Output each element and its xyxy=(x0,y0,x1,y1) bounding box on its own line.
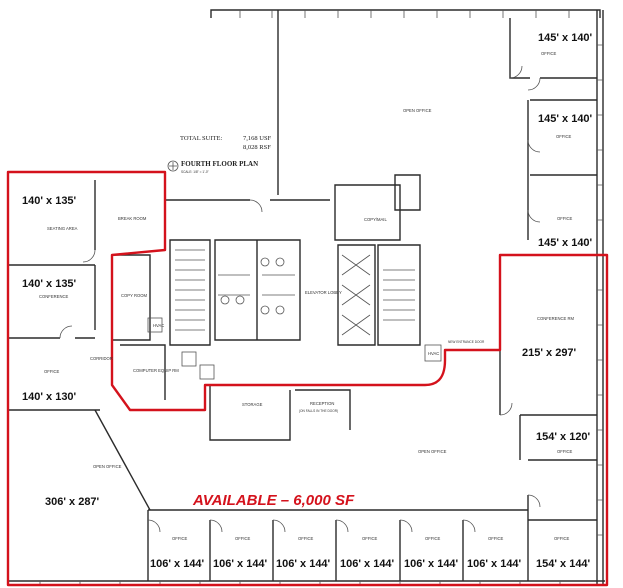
room-label: OPEN OFFICE xyxy=(403,108,432,113)
dim-label: 106' x 144' xyxy=(340,558,395,570)
interior-walls xyxy=(8,10,597,581)
dimension-labels: 145' x 140' 145' x 140' 145' x 140' 140'… xyxy=(22,32,593,570)
room-label: OFFICE xyxy=(172,536,188,541)
dim-label: 140' x 135' xyxy=(22,195,77,207)
room-label: OPEN OFFICE xyxy=(93,464,122,469)
dim-label: 154' x 144' xyxy=(536,558,591,570)
room-label: OFFICE xyxy=(425,536,441,541)
room-label: OFFICE xyxy=(362,536,378,541)
room-label: COPY ROOM xyxy=(121,293,147,298)
room-label: CONFERENCE RM xyxy=(537,316,575,321)
room-label: OFFICE xyxy=(554,536,570,541)
hvac-label: HVAC xyxy=(153,323,164,328)
summary-label: TOTAL SUITE: xyxy=(180,135,222,142)
suite-summary: TOTAL SUITE: 7,168 USF 8,028 RSF xyxy=(180,135,272,151)
dim-label: 145' x 140' xyxy=(538,237,593,249)
hvac-units xyxy=(147,317,442,380)
dim-label: 140' x 135' xyxy=(22,278,77,290)
dim-label: 106' x 144' xyxy=(276,558,331,570)
hvac-label: HVAC xyxy=(428,351,439,356)
available-label: AVAILABLE – 6,000 SF xyxy=(192,492,355,509)
room-label: COPY/MAIL xyxy=(364,217,387,222)
room-label: OFFICE xyxy=(235,536,251,541)
room-label: OFFICE xyxy=(556,134,572,139)
dim-label: 140' x 130' xyxy=(22,391,77,403)
room-label: CORRIDOR xyxy=(90,356,113,361)
dim-label: 215' x 297' xyxy=(522,347,577,359)
dim-label: 145' x 140' xyxy=(538,113,593,125)
dim-label: 306' x 287' xyxy=(45,496,100,508)
room-label: SEATING AREA xyxy=(47,226,78,231)
plan-title-block: FOURTH FLOOR PLAN SCALE: 1/8" = 1'-0" xyxy=(167,160,258,174)
room-labels: OFFICE OPEN OFFICE OFFICE OFFICE SEATING… xyxy=(39,51,575,541)
room-label: OFFICE xyxy=(44,369,60,374)
room-label: OFFICE xyxy=(488,536,504,541)
plan-scale: SCALE: 1/8" = 1'-0" xyxy=(181,170,209,174)
room-label: ELEVATOR LOBBY xyxy=(305,290,342,295)
dim-label: 145' x 140' xyxy=(538,32,593,44)
dim-label: 154' x 120' xyxy=(536,431,591,443)
room-label: NEW ENTRANCE DOOR xyxy=(448,340,485,344)
dim-label: 106' x 144' xyxy=(404,558,459,570)
room-label: CONFERENCE xyxy=(39,294,69,299)
dim-label: 106' x 144' xyxy=(213,558,268,570)
room-label: BREAK ROOM xyxy=(118,216,147,221)
available-area-outline xyxy=(6,170,609,587)
plan-title: FOURTH FLOOR PLAN xyxy=(181,160,258,168)
room-label: COMPUTER EQUIP RM xyxy=(133,368,179,373)
dim-label: 106' x 144' xyxy=(467,558,522,570)
room-label: OFFICE xyxy=(557,449,573,454)
room-label: (ON FALLS IN THE DOOR) xyxy=(299,409,338,413)
room-label: OPEN OFFICE xyxy=(418,449,447,454)
room-label: OFFICE xyxy=(541,51,557,56)
summary-usf: 7,168 USF xyxy=(243,135,272,142)
room-label: OFFICE xyxy=(557,216,573,221)
dim-label: 106' x 144' xyxy=(150,558,205,570)
door-swings xyxy=(59,65,541,533)
room-label: OFFICE xyxy=(298,536,314,541)
room-label: STORAGE xyxy=(242,402,263,407)
room-label: RECEPTION xyxy=(310,401,334,406)
bottom-office-labels: OFFICE OFFICE OFFICE OFFICE OFFICE OFFIC… xyxy=(172,536,504,541)
summary-rsf: 8,028 RSF xyxy=(243,144,271,151)
